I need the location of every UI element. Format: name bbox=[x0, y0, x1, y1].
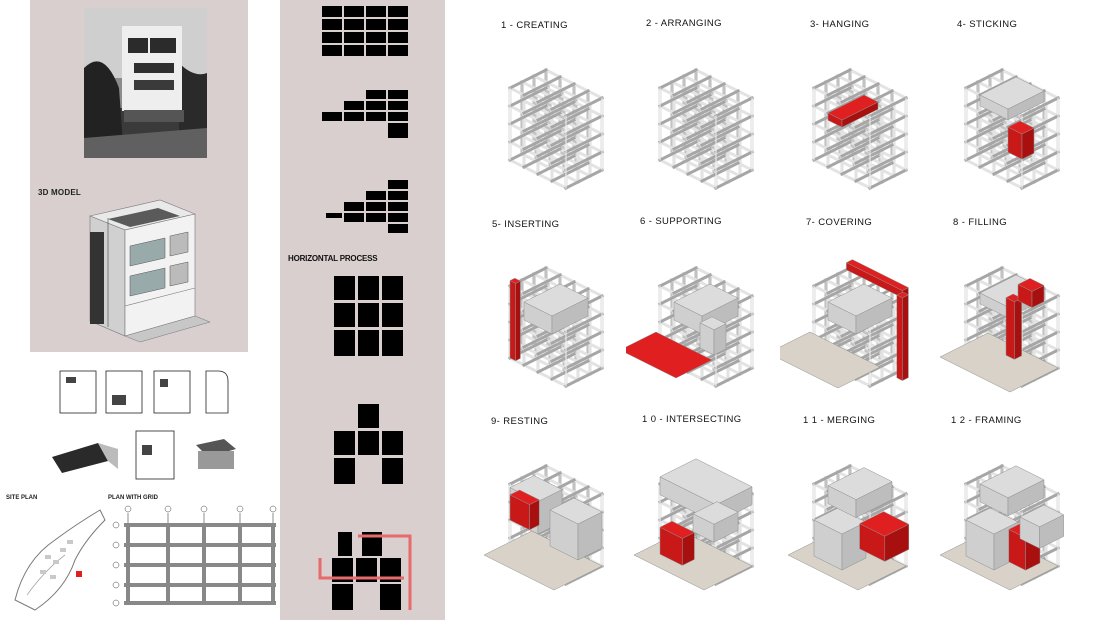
grey-block bbox=[523, 283, 589, 317]
red-column bbox=[509, 280, 516, 362]
slab bbox=[939, 332, 1059, 393]
step-label-9: 9- RESTING bbox=[491, 416, 549, 427]
red-column bbox=[896, 291, 909, 299]
red-core bbox=[1005, 297, 1015, 360]
pattern-arch-grid bbox=[334, 404, 403, 484]
structural-grid-plan bbox=[112, 505, 277, 607]
step-label-12: 1 2 - FRAMING bbox=[951, 415, 1022, 426]
building-3d-model bbox=[88, 199, 211, 343]
red-column bbox=[902, 294, 909, 382]
pattern-stepped-grid-2 bbox=[326, 180, 408, 233]
step-diagram-6 bbox=[626, 265, 755, 389]
step-diagram-11 bbox=[787, 463, 910, 591]
red-column bbox=[896, 294, 903, 382]
model-label: 3D MODEL bbox=[38, 188, 81, 197]
step-label-1: 1 - CREATING bbox=[501, 20, 568, 31]
pattern-arch-grid-framed bbox=[318, 532, 412, 610]
floor-plans bbox=[52, 370, 236, 480]
step-label-11: 1 1 - MERGING bbox=[803, 415, 876, 426]
slab bbox=[626, 331, 713, 379]
grey-slab bbox=[979, 76, 1045, 110]
grey-block bbox=[699, 316, 727, 331]
step-diagram-8 bbox=[939, 265, 1061, 393]
step-diagram-9 bbox=[483, 463, 605, 591]
frame-grid bbox=[811, 67, 909, 191]
pattern-tall-grid bbox=[334, 276, 403, 356]
pattern-full-grid bbox=[322, 6, 408, 56]
step-label-8: 8 - FILLING bbox=[953, 217, 1008, 228]
slab bbox=[780, 331, 881, 389]
site-plan-label: SITE PLAN bbox=[6, 495, 38, 501]
grey-slab bbox=[979, 465, 1045, 499]
step-label-6: 6 - SUPPORTING bbox=[640, 216, 722, 227]
step-label-7: 7- COVERING bbox=[806, 217, 873, 228]
grey-block bbox=[965, 507, 1019, 535]
pattern-stepped-grid-1 bbox=[322, 90, 408, 138]
red-column bbox=[509, 277, 521, 284]
building-photo bbox=[84, 8, 207, 158]
red-beam bbox=[845, 259, 909, 291]
site-plan-map bbox=[14, 509, 106, 611]
step-label-2: 2 - ARRANGING bbox=[646, 18, 722, 29]
step-diagram-1 bbox=[507, 67, 605, 191]
red-core bbox=[1014, 297, 1022, 360]
grey-block bbox=[692, 501, 739, 525]
grey-block bbox=[549, 497, 603, 525]
horizontal-process-label: HORIZONTAL PROCESS bbox=[288, 254, 378, 263]
step-label-5: 5- INSERTING bbox=[492, 219, 560, 230]
red-box bbox=[859, 511, 910, 537]
step-diagram-3 bbox=[811, 67, 909, 191]
step-diagram-5 bbox=[507, 265, 605, 389]
step-diagram-10 bbox=[633, 458, 755, 591]
red-core bbox=[1017, 278, 1045, 292]
grid-plan-label: PLAN WITH GRID bbox=[108, 495, 158, 501]
red-box bbox=[509, 489, 540, 505]
step-diagram-2 bbox=[657, 67, 755, 191]
step-label-10: 1 0 - INTERSECTING bbox=[642, 414, 742, 425]
grey-slab bbox=[827, 467, 893, 500]
red-box bbox=[529, 499, 540, 531]
step-diagram-4 bbox=[963, 67, 1061, 191]
frame-grid bbox=[657, 67, 755, 191]
red-bar bbox=[827, 94, 879, 121]
step-label-3: 3- HANGING bbox=[810, 19, 870, 30]
red-panel bbox=[1007, 120, 1035, 135]
red-column bbox=[515, 280, 521, 362]
step-diagram-12 bbox=[939, 463, 1065, 591]
frame-grid bbox=[507, 67, 605, 191]
step-label-4: 4- STICKING bbox=[957, 19, 1018, 30]
red-box bbox=[659, 520, 695, 539]
step-diagram-7 bbox=[780, 259, 909, 389]
grey-block bbox=[1019, 504, 1065, 528]
grey-block bbox=[673, 283, 739, 317]
grey-block bbox=[827, 283, 893, 317]
